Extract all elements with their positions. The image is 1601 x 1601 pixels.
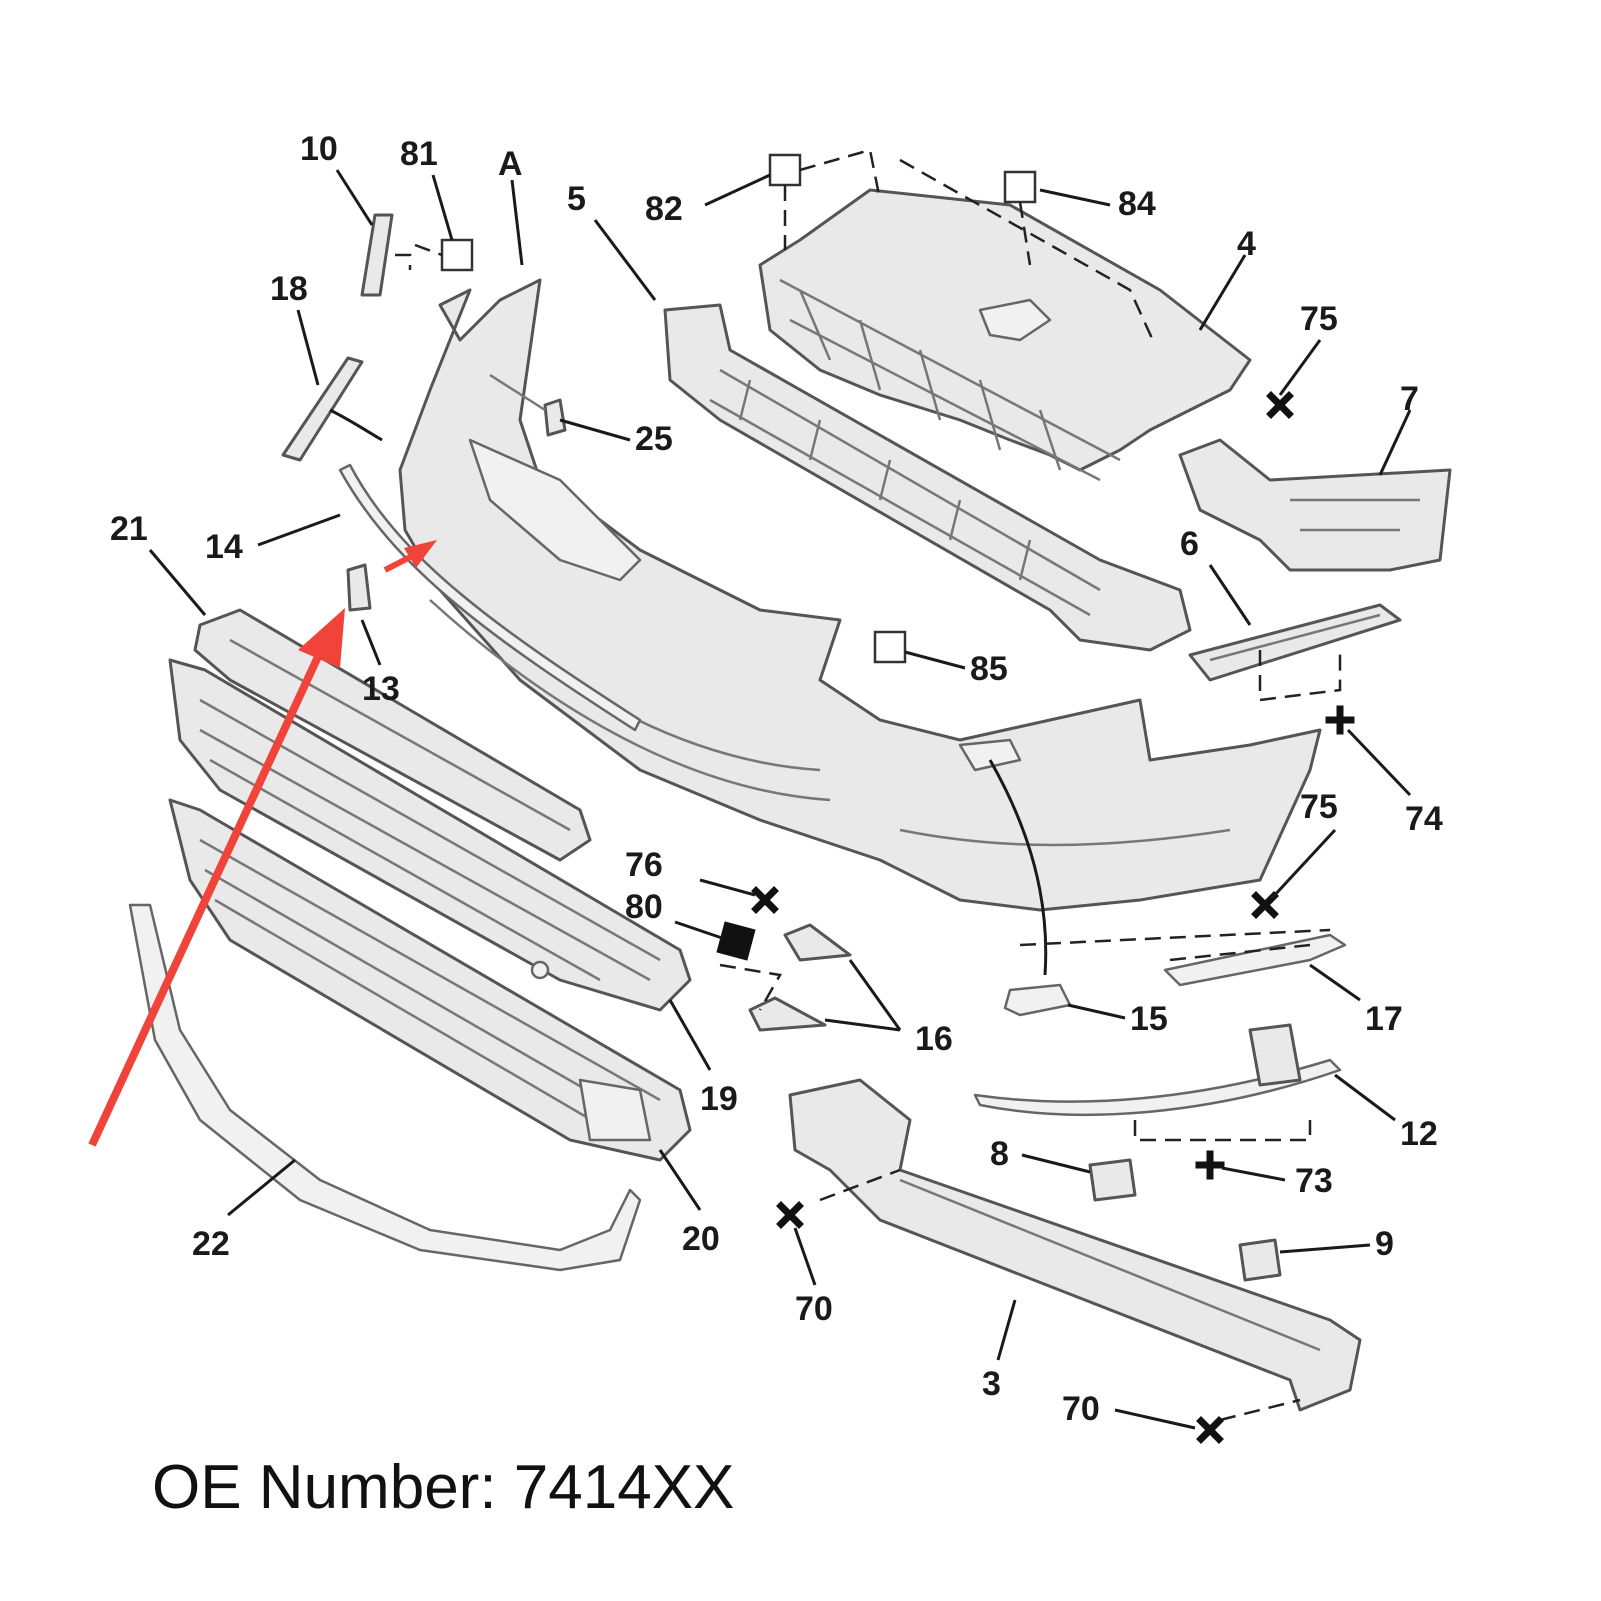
callout-81: 81	[400, 135, 438, 173]
callout-74: 74	[1405, 800, 1443, 838]
callout-labels: 10 81 A 5 82 84 4 18 75 7 25 21 14 6 13 …	[110, 130, 1443, 1428]
callout-18: 18	[270, 270, 308, 308]
fastener-70-left	[776, 1201, 804, 1229]
callout-7: 7	[1400, 380, 1419, 418]
callout-70-left: 70	[795, 1290, 833, 1328]
oe-number-caption: OE Number: 7414XX	[152, 1452, 734, 1523]
highlight-arrow-small	[383, 540, 437, 573]
callout-75-lower: 75	[1300, 788, 1338, 826]
callout-12: 12	[1400, 1115, 1438, 1153]
part-10-clip	[360, 213, 394, 297]
part-5-absorber	[663, 303, 1192, 652]
callout-6: 6	[1180, 525, 1199, 563]
callout-80: 80	[625, 888, 663, 926]
part-19-center-grille	[168, 658, 692, 1012]
fastener-76	[751, 886, 779, 914]
callout-9: 9	[1375, 1225, 1394, 1263]
part-12-reinforcement	[973, 1023, 1342, 1117]
callout-10: 10	[300, 130, 338, 168]
box-84	[1003, 170, 1037, 204]
callout-14: 14	[205, 528, 243, 566]
part-21-upper-grille	[193, 608, 592, 862]
fastener-70-right	[1196, 1416, 1224, 1444]
callout-13: 13	[362, 670, 400, 708]
callout-4: 4	[1237, 225, 1256, 263]
part-20-lower-grille	[168, 798, 692, 1162]
reference-boxes	[395, 148, 1342, 1422]
part-16-brackets	[748, 923, 852, 1032]
callout-84: 84	[1118, 185, 1156, 223]
leader-lines	[148, 169, 1412, 1430]
part-18-trim	[281, 356, 364, 462]
part-7-side-bracket	[1178, 438, 1452, 572]
oe-number-value: 7414XX	[513, 1453, 735, 1522]
callout-25: 25	[635, 420, 673, 458]
part-4-upper-cover	[758, 188, 1252, 482]
fasteners	[751, 391, 1355, 1444]
callout-19: 19	[700, 1080, 738, 1118]
fastener-75-lower	[1251, 891, 1279, 919]
callout-20: 20	[682, 1220, 720, 1258]
callout-85: 85	[970, 650, 1008, 688]
callout-22: 22	[192, 1225, 230, 1263]
callout-8: 8	[990, 1135, 1009, 1173]
fastener-73	[1195, 1150, 1225, 1180]
part-6-guide-rail	[1188, 603, 1402, 682]
callout-76: 76	[625, 846, 663, 884]
part-17-strip	[1163, 933, 1347, 987]
part-25-clip	[489, 373, 567, 437]
callout-73: 73	[1295, 1162, 1333, 1200]
part-3-impact-beam	[788, 1078, 1362, 1412]
oe-number-label: OE Number:	[152, 1453, 497, 1522]
callout-A: A	[498, 145, 523, 183]
box-81	[440, 238, 474, 272]
callout-82: 82	[645, 190, 683, 228]
fastener-74	[1325, 705, 1355, 735]
part-22-lower-strip	[128, 903, 642, 1272]
box-82	[768, 153, 802, 187]
callout-21: 21	[110, 510, 148, 548]
callout-5: 5	[567, 180, 586, 218]
callout-75-upper: 75	[1300, 300, 1338, 338]
callout-16: 16	[915, 1020, 953, 1058]
callout-17: 17	[1365, 1000, 1403, 1038]
callout-70-right: 70	[1062, 1390, 1100, 1428]
callout-3: 3	[982, 1365, 1001, 1403]
highlight-arrow-large	[88, 608, 345, 1147]
part-13-bracket	[346, 563, 372, 612]
callout-15: 15	[1130, 1000, 1168, 1038]
fastener-75-upper	[1266, 391, 1294, 419]
box-85	[873, 630, 907, 664]
part-80-block	[716, 921, 756, 961]
part-15-washer-cap	[988, 759, 1072, 1017]
